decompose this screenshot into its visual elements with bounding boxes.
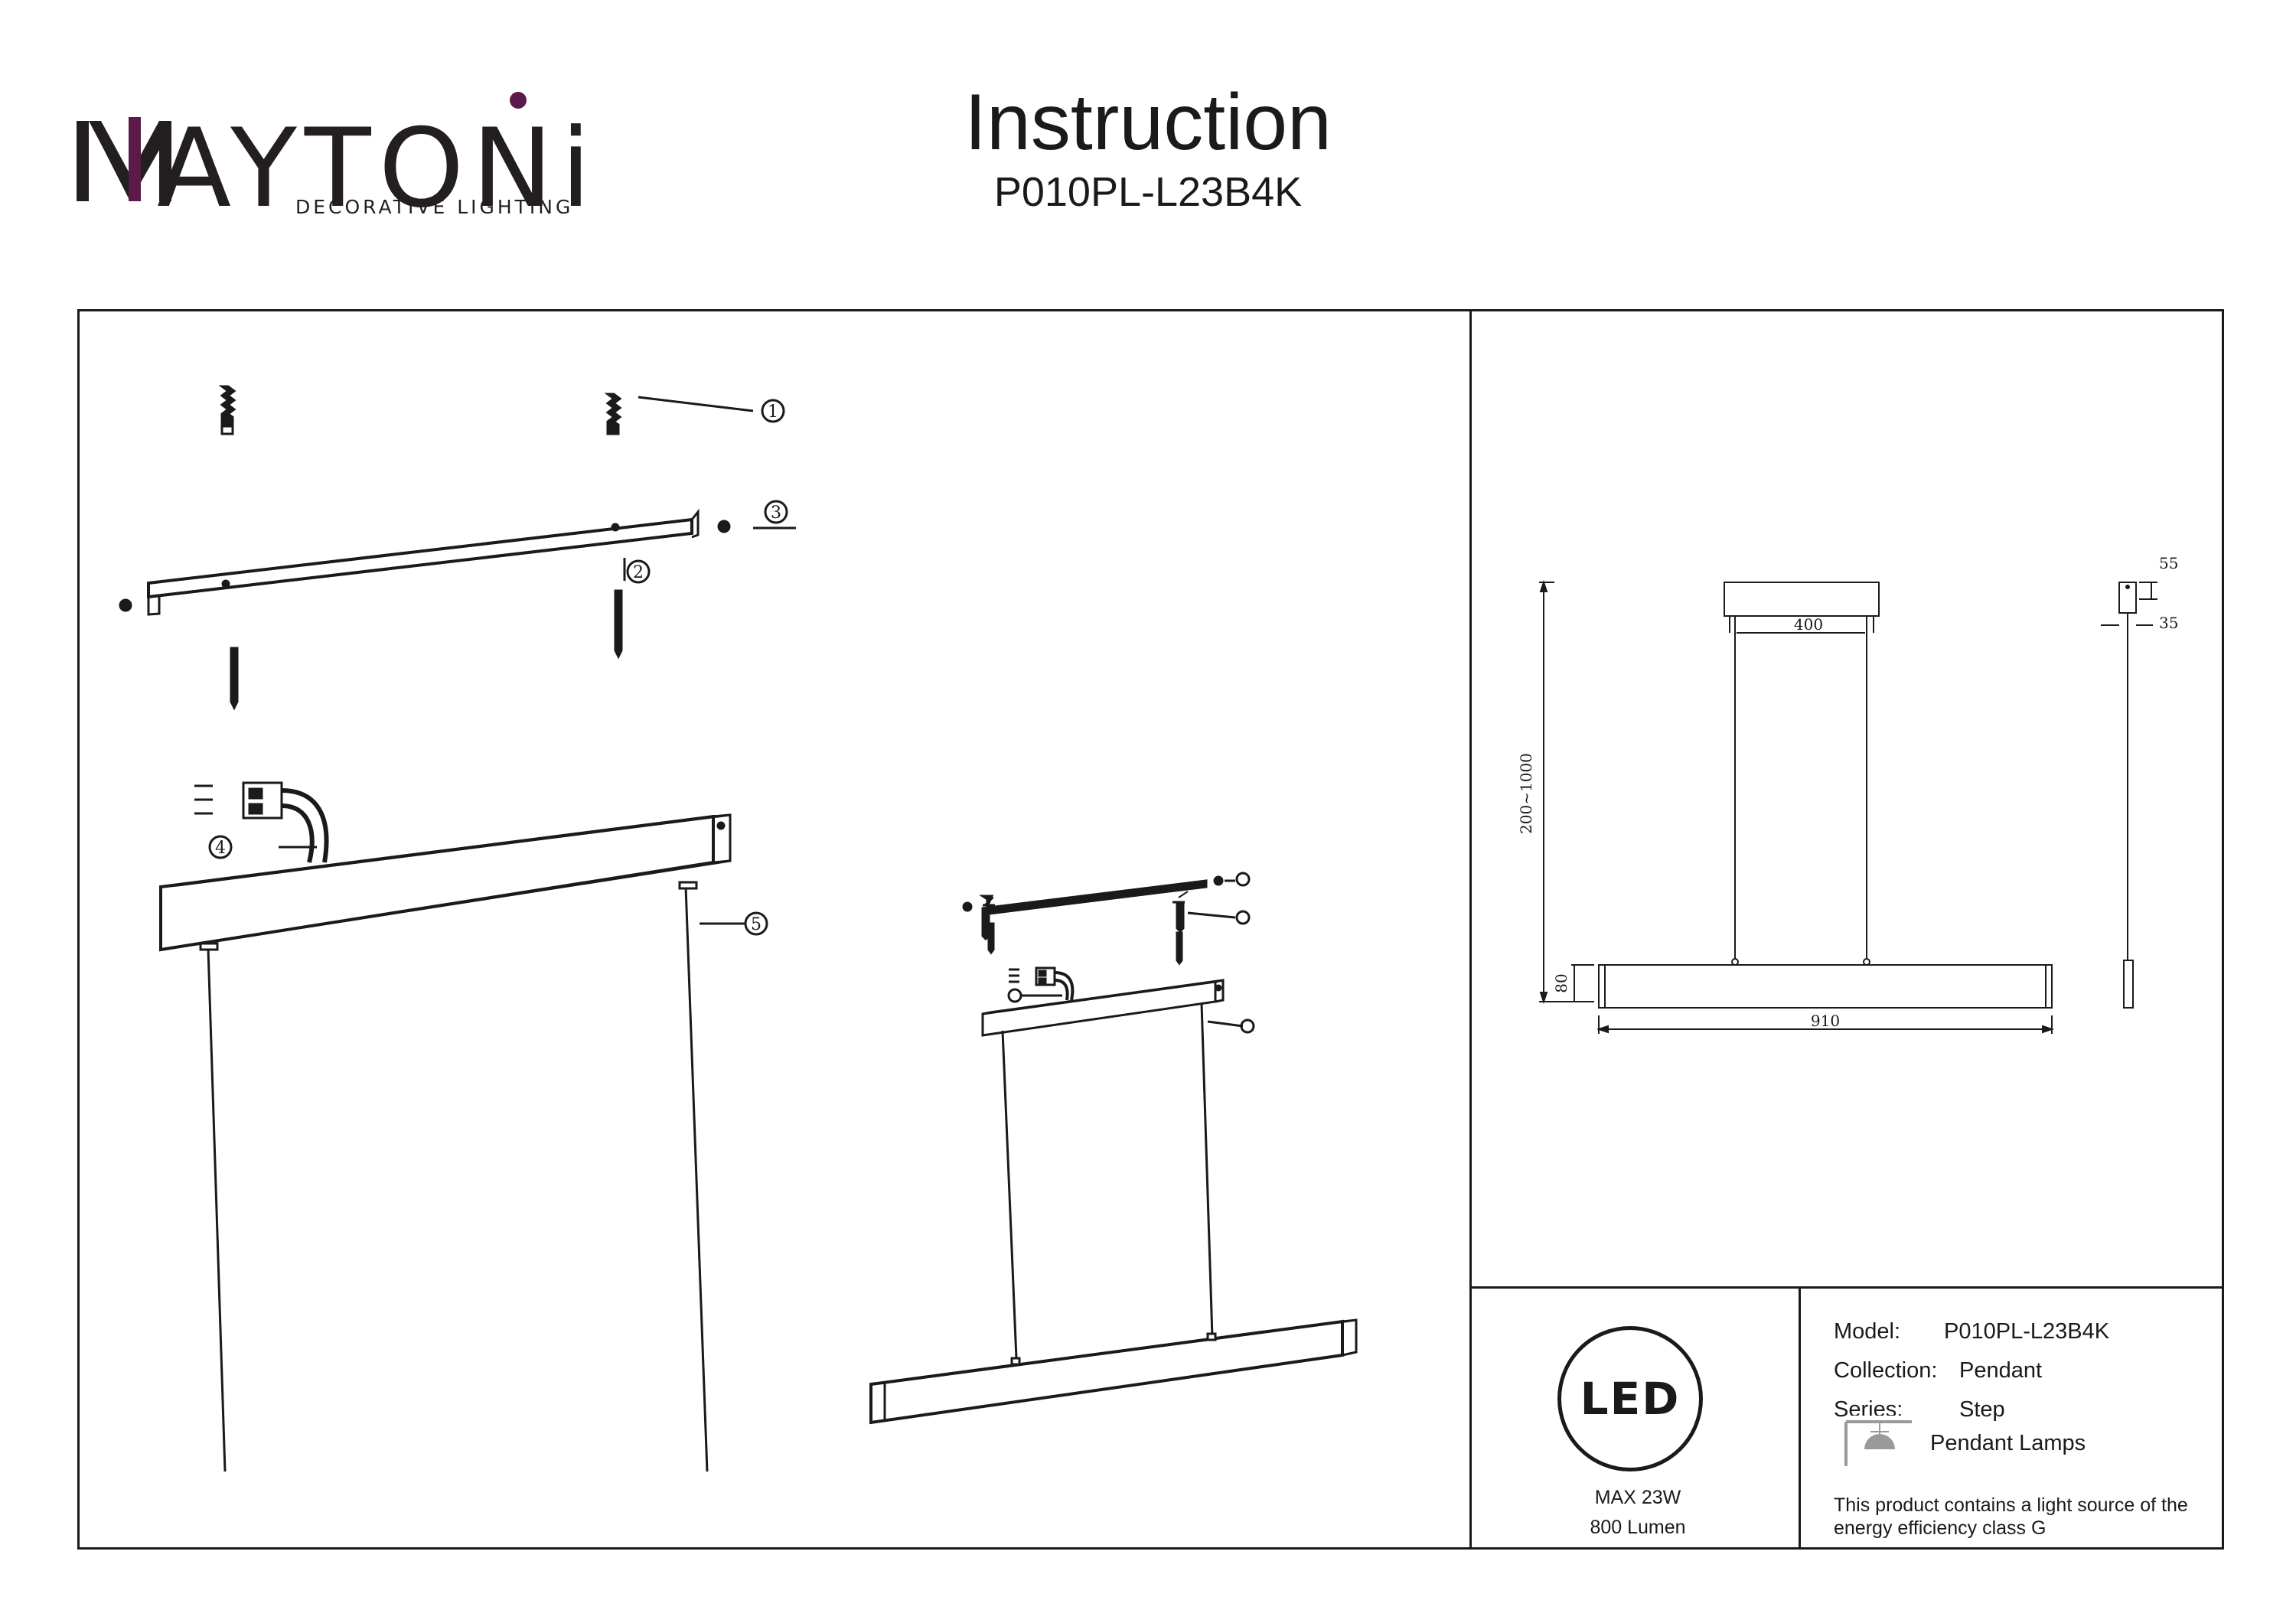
callout-2: 2: [633, 563, 644, 582]
brand-name: AYTON: [157, 106, 561, 232]
frame-divider-vertical: [1469, 309, 1472, 1550]
led-max-power: MAX 23W: [1594, 1487, 1681, 1508]
energy-note: This product contains a light source of …: [1834, 1494, 2188, 1539]
callout-1: 1: [768, 402, 778, 422]
collection-label: Collection:: [1834, 1358, 1938, 1383]
brand-tagline: DECORATIVE LIGHTING: [295, 196, 574, 218]
series-value: Step: [1959, 1397, 2005, 1422]
assembly-drawing: 1 2 3 4 5: [119, 385, 1358, 1472]
callout-3: 3: [771, 504, 781, 523]
dimension-drawing: 400 910 200~1000 80 55 35: [1517, 554, 2178, 1034]
brand-logo: [75, 90, 550, 220]
info-divider: [1799, 1286, 1801, 1550]
instruction-frame: [77, 309, 2224, 1550]
callout-4: 4: [215, 839, 226, 858]
frame-divider-horizontal: [1469, 1286, 2224, 1289]
led-label: LED: [1580, 1373, 1681, 1425]
collection-value: Pendant: [1959, 1358, 2043, 1383]
model-label: Model:: [1834, 1319, 1901, 1344]
dim-canopy-width: 35: [2159, 614, 2178, 632]
page-title: Instruction: [964, 78, 1332, 167]
anchor-icon: [218, 385, 236, 435]
type-label: Pendant Lamps: [1930, 1431, 2086, 1455]
anchor-icon: [604, 393, 622, 435]
maytoni-logo: [77, 117, 171, 201]
dim-canopy-length: 400: [1794, 615, 1823, 634]
led-lumen: 800 Lumen: [1590, 1517, 1686, 1538]
led-badge: LED: [1557, 1326, 1703, 1471]
dim-bar-length: 910: [1811, 1012, 1840, 1030]
dim-height-range: 200~1000: [1517, 753, 1535, 834]
brand-wordmark: AYTONi: [157, 115, 591, 223]
callout-5: 5: [751, 915, 762, 934]
dim-canopy-height: 55: [2159, 554, 2178, 572]
model-value: P010PL-L23B4K: [1944, 1319, 2110, 1344]
logo-dot: [510, 92, 527, 109]
brand-name-end: i: [560, 106, 592, 232]
dim-bar-height: 80: [1552, 973, 1570, 992]
model-code: P010PL-L23B4K: [993, 169, 1303, 215]
pendant-lamp-icon: [1844, 1416, 1913, 1469]
